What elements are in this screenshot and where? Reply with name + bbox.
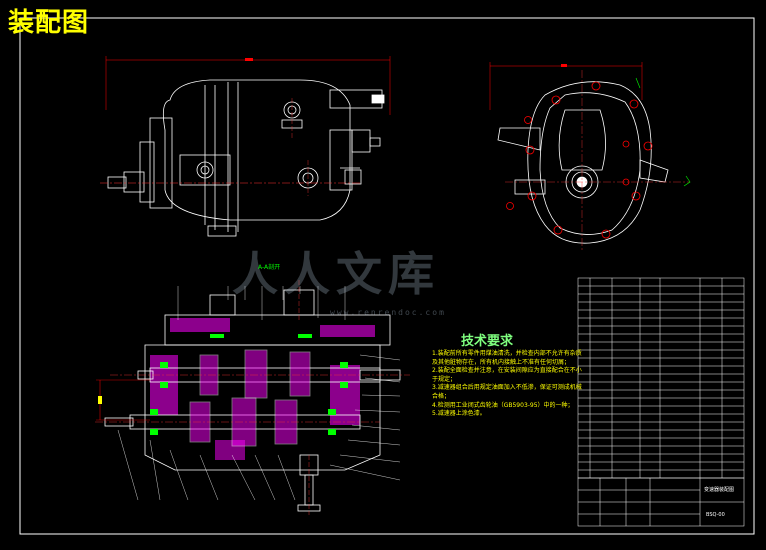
outer-frame xyxy=(19,17,755,535)
tech-note: 4.检测用工业闭式齿轮油（GB5903-95）中的一种； xyxy=(432,401,574,409)
side-view xyxy=(489,62,691,250)
tech-requirements-notes: 1.装配前所有零件用煤油清洗，并检查内部不允许有杂质及其他脏物存在，所有机内接触… xyxy=(432,350,582,419)
tech-note: 2.装配全面检查并注意，在安装间隙应为直接配合在不小于规定； xyxy=(432,367,582,383)
tech-note: 3.减速器组合后用规定油面加入不低渗，保证可测成机械合格； xyxy=(432,384,582,400)
title-block-drawing-no: BSQ-00 xyxy=(706,512,725,518)
watermark-text: 人人文库 xyxy=(232,247,440,301)
section-view xyxy=(95,280,410,515)
parts-list xyxy=(577,277,745,527)
drawing-title: 装配图 xyxy=(8,8,90,38)
tech-requirements-heading: 技术要求 xyxy=(461,334,514,349)
section-label: A-A剖开 xyxy=(258,264,281,271)
title-block-drawing-name: 变速器装配图 xyxy=(704,487,735,493)
tech-note: 1.装配前所有零件用煤油清洗，并检查内部不允许有杂质及其他脏物存在，所有机内接触… xyxy=(432,350,582,366)
watermark-url: www.renrendoc.com xyxy=(330,308,446,317)
tech-note: 5.减速器上涂色漆。 xyxy=(432,410,486,418)
front-view xyxy=(100,56,391,237)
